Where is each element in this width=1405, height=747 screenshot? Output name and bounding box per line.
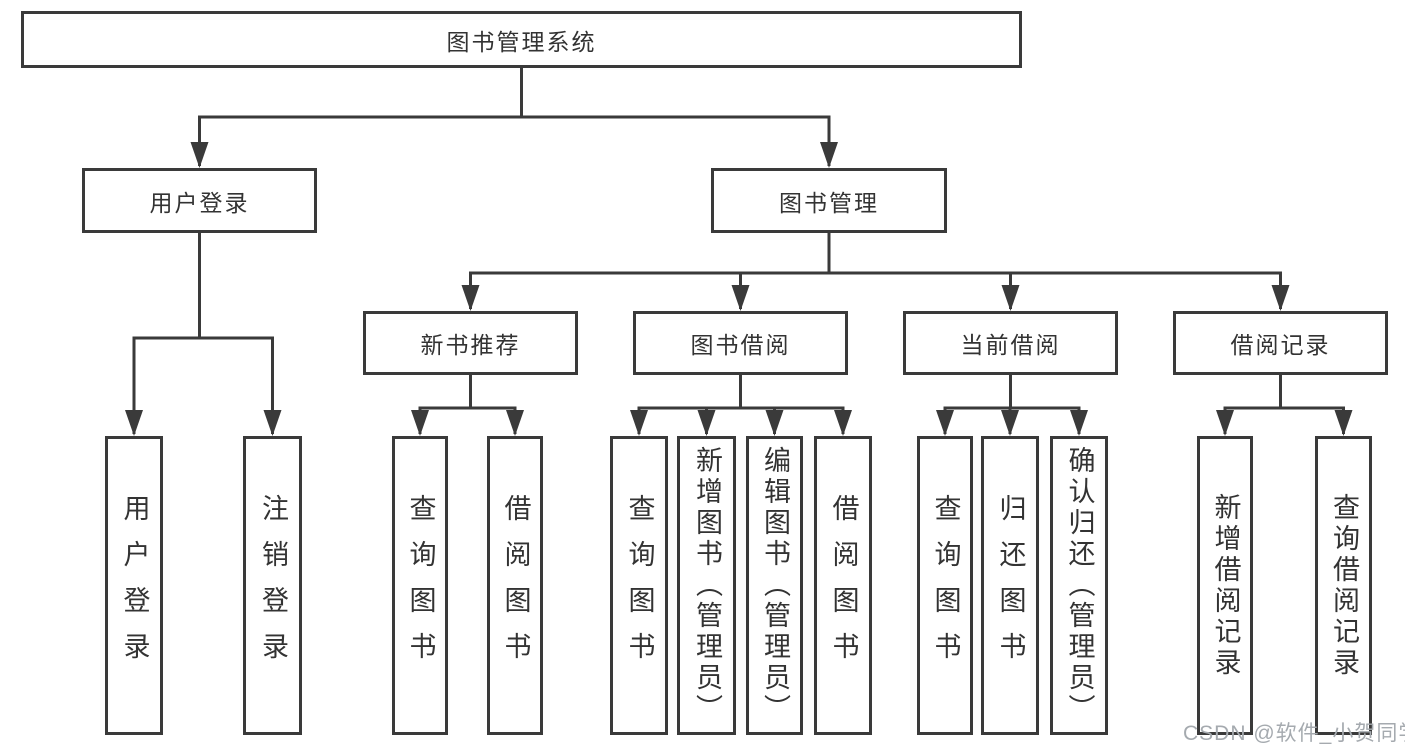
node-label-logout-leaf: 注销登录 bbox=[258, 493, 288, 678]
arrowhead-icon bbox=[697, 410, 716, 436]
arrowhead-icon bbox=[1271, 285, 1290, 311]
node-query-borrow-record: 查询借阅记录 bbox=[1315, 436, 1372, 735]
node-return-books: 归还图书 bbox=[981, 436, 1039, 735]
arrowhead-icon bbox=[263, 410, 282, 436]
arrowhead-icon bbox=[190, 142, 209, 168]
node-label-edit-books-admin: 编辑图书（管理员） bbox=[760, 446, 790, 725]
node-add-borrow-record: 新增借阅记录 bbox=[1197, 436, 1253, 735]
arrowhead-icon bbox=[820, 142, 838, 168]
node-label-user-login-leaf: 用户登录 bbox=[119, 493, 150, 678]
arrowhead-icon bbox=[630, 410, 648, 436]
node-label-query-books-recommend: 查询图书 bbox=[405, 493, 436, 678]
node-query-books-current: 查询图书 bbox=[917, 436, 973, 735]
arrowhead-icon bbox=[1216, 410, 1234, 436]
node-edit-books-admin: 编辑图书（管理员） bbox=[746, 436, 803, 735]
node-label-confirm-return-admin: 确认归还（管理员） bbox=[1064, 446, 1095, 725]
node-add-books-admin: 新增图书（管理员） bbox=[677, 436, 736, 735]
node-label-add-books-admin: 新增图书（管理员） bbox=[692, 446, 722, 725]
node-label-book-borrowing: 图书借阅 bbox=[690, 332, 791, 358]
node-borrowing-records: 借阅记录 bbox=[1173, 311, 1388, 375]
node-current-borrowing: 当前借阅 bbox=[903, 311, 1118, 375]
node-library-management-system: 图书管理系统 bbox=[21, 11, 1022, 68]
node-query-books-recommend: 查询图书 bbox=[392, 436, 448, 735]
node-label-new-book-recommend: 新书推荐 bbox=[420, 332, 521, 358]
node-label-borrowing-records: 借阅记录 bbox=[1230, 332, 1331, 358]
arrowhead-icon bbox=[125, 410, 143, 436]
arrowhead-icon bbox=[1001, 285, 1020, 311]
arrowhead-icon bbox=[834, 410, 852, 436]
node-query-books-borrowing: 查询图书 bbox=[610, 436, 668, 735]
node-label-query-books-borrowing: 查询图书 bbox=[624, 493, 655, 678]
arrowhead-icon bbox=[461, 285, 480, 311]
node-book-management-branch: 图书管理 bbox=[711, 168, 947, 233]
node-borrow-books-borrowing: 借阅图书 bbox=[814, 436, 872, 735]
node-logout-leaf: 注销登录 bbox=[243, 436, 302, 735]
node-label-borrow-books-recommend: 借阅图书 bbox=[500, 493, 531, 678]
node-label-query-borrow-record: 查询借阅记录 bbox=[1329, 492, 1359, 679]
node-label-add-borrow-record: 新增借阅记录 bbox=[1210, 492, 1241, 679]
watermark: CSDN @软件_小贺同学 bbox=[1183, 722, 1405, 745]
node-confirm-return-admin: 确认归还（管理员） bbox=[1050, 436, 1108, 735]
node-label-library-management-system: 图书管理系统 bbox=[446, 28, 597, 55]
node-label-current-borrowing: 当前借阅 bbox=[960, 332, 1061, 358]
node-new-book-recommend: 新书推荐 bbox=[363, 311, 578, 375]
node-borrow-books-recommend: 借阅图书 bbox=[487, 436, 543, 735]
arrowhead-icon bbox=[411, 410, 429, 436]
node-book-borrowing: 图书借阅 bbox=[633, 311, 848, 375]
node-label-query-books-current: 查询图书 bbox=[930, 493, 961, 678]
node-label-return-books: 归还图书 bbox=[995, 493, 1026, 678]
arrowhead-icon bbox=[1070, 410, 1088, 436]
arrowhead-icon bbox=[506, 410, 524, 436]
arrowhead-icon bbox=[731, 285, 750, 311]
node-label-book-management-branch: 图书管理 bbox=[779, 189, 879, 216]
node-label-user-login-branch: 用户登录 bbox=[149, 189, 250, 216]
arrowhead-icon bbox=[765, 410, 784, 436]
node-label-borrow-books-borrowing: 借阅图书 bbox=[828, 493, 859, 678]
arrowhead-icon bbox=[1334, 410, 1353, 436]
arrowhead-icon bbox=[1001, 410, 1019, 436]
arrowhead-icon bbox=[936, 410, 954, 436]
node-user-login-leaf: 用户登录 bbox=[105, 436, 163, 735]
node-user-login-branch: 用户登录 bbox=[82, 168, 317, 233]
